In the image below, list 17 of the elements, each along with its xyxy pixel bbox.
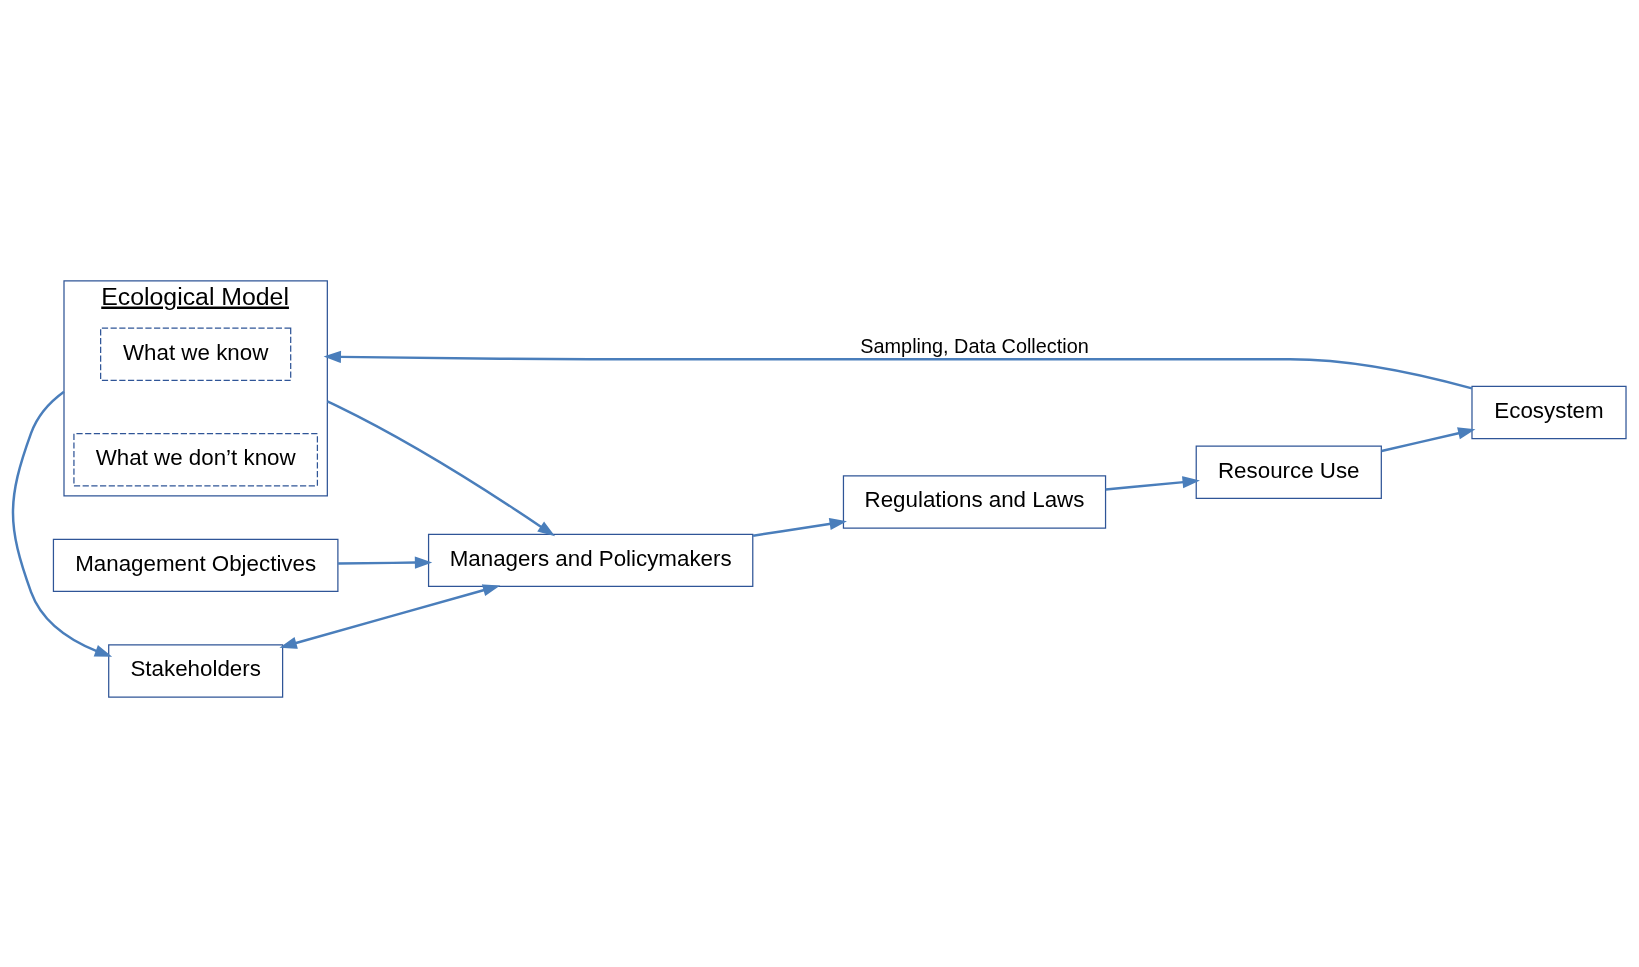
- arrow: [1105, 475, 1200, 491]
- arrow: [279, 583, 501, 649]
- edge-label: Sampling, Data Collection: [860, 334, 1089, 357]
- node-box: Ecosystem: [1471, 385, 1627, 439]
- arrow: [323, 350, 1473, 390]
- node-box: Resource Use: [1195, 445, 1382, 499]
- arrow: [1381, 426, 1476, 452]
- node-box: Regulations and Laws: [842, 474, 1107, 529]
- node-box: What we don’t know: [73, 432, 318, 486]
- node-box: Managers and Policymakers: [427, 533, 754, 587]
- node-box: What we know: [100, 327, 292, 381]
- node-box: Management Objectives: [52, 538, 339, 592]
- arrow: [326, 399, 556, 536]
- arrow: [752, 517, 847, 537]
- arrow: [338, 556, 433, 569]
- arrow: [11, 390, 113, 657]
- node-box: Stakeholders: [108, 643, 284, 698]
